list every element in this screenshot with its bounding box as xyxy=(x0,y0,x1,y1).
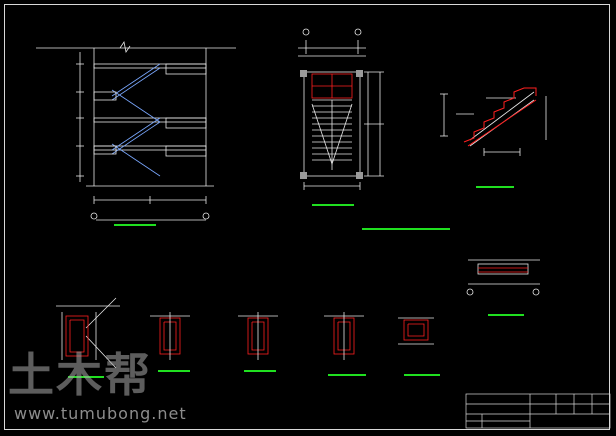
watermark-logo-chinese: 土木帮 xyxy=(8,348,152,402)
caption-underline xyxy=(244,370,276,372)
caption-underline xyxy=(488,314,524,316)
note-underline xyxy=(362,228,450,230)
section-detail-3 xyxy=(238,312,278,360)
caption-underline xyxy=(158,370,190,372)
title-block xyxy=(465,393,611,429)
plan-columns xyxy=(300,70,363,179)
caption-underline xyxy=(328,374,366,376)
stair-plan xyxy=(298,28,384,190)
caption-underline xyxy=(404,374,440,376)
caption-underline xyxy=(312,204,354,206)
drawing-sheet-border xyxy=(4,4,610,430)
caption-underline xyxy=(68,376,104,378)
section-detail-4 xyxy=(324,312,364,360)
section-detail-2 xyxy=(150,312,190,360)
stair-flight-detail-rebar xyxy=(463,87,537,147)
section-detail-1 xyxy=(56,297,120,369)
stair-flight-detail xyxy=(440,91,547,156)
beam-section-detail xyxy=(466,259,540,296)
caption-underline xyxy=(114,224,156,226)
caption-underline xyxy=(476,186,514,188)
watermark-url: www.tumubong.net xyxy=(14,404,187,423)
section-detail-5 xyxy=(398,317,434,345)
stair-section-elevation xyxy=(36,40,236,221)
